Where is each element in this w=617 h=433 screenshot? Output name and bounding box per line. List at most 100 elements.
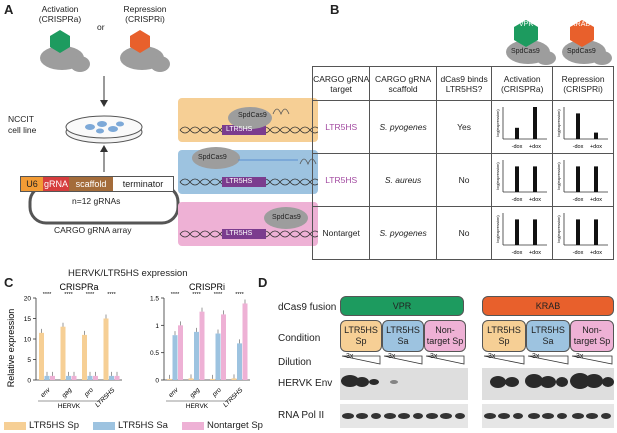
dilution-1: 3x [346, 353, 354, 360]
legend: LTR5HS Sp LTR5HS Sa Nontarget Sp [4, 420, 263, 431]
mini-bar [576, 113, 581, 139]
cond-vpr-sp: LTR5HS Sp [340, 320, 382, 352]
bar-ltr5hs-sp [82, 334, 87, 380]
panel-d-letter: D [258, 275, 268, 290]
mini-dox-label: +dox [529, 144, 541, 150]
panel-b-complexes [506, 20, 612, 65]
cargo-array-label: CARGO gRNA array [54, 225, 132, 235]
mini-bar [533, 166, 538, 192]
category-label: gag [189, 386, 202, 399]
subplot-title: CRISPRa [59, 282, 98, 292]
mini-bar [594, 166, 599, 192]
nccit-label: NCCIT [8, 114, 34, 124]
grna-block: gRNA [43, 177, 69, 191]
significance-stars: **** [171, 292, 180, 298]
bar-nontarget-sp [50, 375, 55, 380]
bar-ltr5hs-sp [210, 378, 215, 380]
diagram-2-cas: SpdCas9 [198, 154, 227, 161]
expression-chart: Relative expressionCRISPRa05101520****en… [6, 282, 250, 410]
mini-bar [533, 107, 538, 139]
legend-nontarget: Nontarget Sp [206, 420, 263, 431]
row1-target: LTR5HS [311, 100, 371, 154]
mini-bar [594, 132, 599, 139]
row2-scaffold: S. aureus [369, 153, 437, 207]
bar-nontarget-sp [221, 314, 226, 380]
category-label: env [39, 386, 52, 399]
cond-vpr-sa: LTR5HS Sa [382, 320, 424, 352]
krab-dcas9-complex [120, 30, 170, 72]
significance-stars: **** [107, 292, 116, 298]
mini-dox-label: -dox [512, 144, 523, 150]
vpr-dcas9-complex [40, 30, 90, 72]
header-target: CARGO gRNA target [311, 66, 371, 101]
cond-vpr-nt: Non-target Sp [424, 320, 466, 352]
panel-b-cas-label-2: SpdCas9 [567, 48, 596, 55]
bar-nontarget-sp [199, 311, 205, 380]
y-tick-label: 20 [24, 296, 32, 303]
bar-nontarget-sp [114, 375, 120, 380]
diagram-3-target: LTR5HS [226, 230, 253, 237]
panel-b-letter: B [330, 2, 340, 17]
activation-label: Activation [41, 4, 79, 14]
y-tick-label: 1.5 [150, 296, 159, 303]
cond-krab-sp: LTR5HS Sp [482, 320, 526, 352]
legend-ltr-sp: LTR5HS Sp [29, 420, 79, 431]
bar-ltr5hs-sp [103, 318, 109, 380]
mini-y-label: log(expression) [495, 109, 500, 137]
row3-target: Nontarget [311, 206, 371, 260]
western-blot [340, 355, 614, 428]
mini-bar [576, 166, 581, 192]
mini-dox-label: -dox [573, 197, 584, 203]
bar-nontarget-sp [71, 375, 77, 380]
dilution-3: 3x [430, 353, 438, 360]
bar-nontarget-sp [93, 375, 98, 380]
mini-y-label: log(expression) [556, 215, 561, 243]
bar-ltr5hs-sp [39, 332, 44, 380]
fusion-label: dCas9 fusion [278, 302, 337, 313]
y-tick-label: 5 [27, 357, 31, 364]
terminator-block: terminator [113, 177, 173, 191]
mini-y-label: log(expression) [495, 162, 500, 190]
bar-ltr5hs-sa [237, 343, 242, 380]
x-axis-label: HERVK [186, 403, 209, 410]
category-label: gag [61, 386, 74, 399]
bar-ltr5hs-sa [194, 331, 199, 380]
grna-construct: U6 gRNA scaffold terminator [20, 176, 174, 192]
bar-ltr5hs-sp [167, 378, 172, 380]
bar-ltr5hs-sa [109, 375, 114, 380]
row1-binds: Yes [435, 100, 493, 154]
bar-nontarget-sp [178, 325, 183, 380]
petri-dish [65, 115, 143, 144]
dilution-6: 3x [576, 353, 584, 360]
row2-target: LTR5HS [311, 153, 371, 207]
category-label: LTR5HS [222, 386, 245, 409]
condition-label: Condition [278, 333, 321, 344]
bar-ltr5hs-sa [44, 375, 50, 380]
y-tick-label: 0 [155, 378, 159, 385]
binding-diagrams-svg [179, 107, 318, 239]
diagram-1-target: LTR5HS [226, 126, 253, 133]
diagram-1-cas: SpdCas9 [238, 112, 267, 119]
y-axis-label: Relative expression [6, 309, 16, 388]
category-label: pro [83, 386, 96, 399]
panel-b-krab-label: KRAB [571, 21, 591, 28]
subplot-title: CRISPRi [189, 282, 225, 292]
significance-stars: **** [235, 292, 244, 298]
dilution-4: 3x [488, 353, 496, 360]
scaffold-block: scaffold [69, 177, 113, 191]
repression-label: Repression [123, 4, 167, 14]
mini-y-label: log(expression) [556, 109, 561, 137]
dilution-label: Dilution [278, 357, 312, 368]
category-label: pro [211, 386, 224, 399]
mini-y-label: log(expression) [556, 162, 561, 190]
row3-scaffold: S. pyogenes [369, 206, 437, 260]
x-axis-label: HERVK [58, 403, 81, 410]
mini-dox-label: +dox [590, 144, 602, 150]
